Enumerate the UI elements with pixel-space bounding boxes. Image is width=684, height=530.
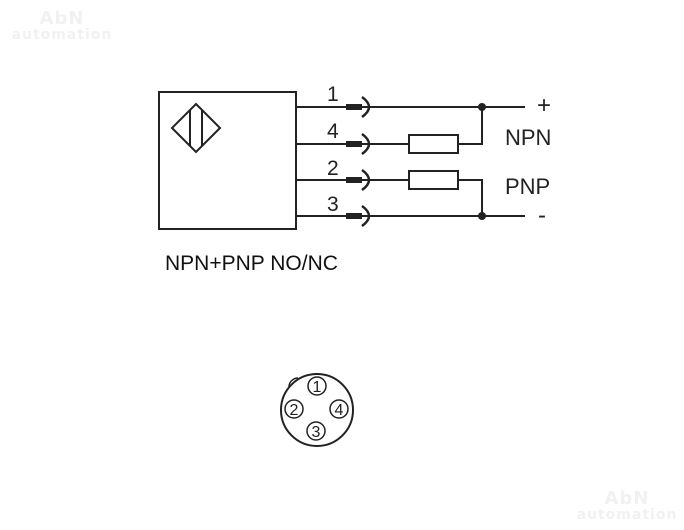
watermark-brand: AbN [604, 488, 650, 509]
connector-pin-number: 3 [312, 424, 321, 441]
pin-circle-1 [307, 376, 327, 396]
socket-arc-icon [361, 95, 371, 119]
pin-label-3: 3 [327, 193, 339, 216]
watermark-sub: automation [576, 507, 678, 523]
socket-arc-icon [361, 168, 371, 192]
pnp-label: PNP [505, 174, 550, 199]
pin-circle-3 [306, 421, 326, 441]
socket-arc-icon [361, 204, 371, 228]
diagram-caption: NPN+PNP NO/NC [165, 252, 338, 275]
connector-face: 1 2 3 4 [280, 373, 354, 447]
npn-label: NPN [505, 125, 551, 150]
coding-key-icon [288, 377, 299, 388]
resistor-pnp-load [408, 170, 459, 190]
junction-dot-plus [478, 103, 486, 111]
connector-pin-3 [346, 204, 371, 228]
wire-pin-2-to-minus [458, 179, 483, 216]
watermark-bottom-right: AbN automation [575, 488, 679, 523]
connector-outline [280, 373, 354, 447]
pin-circle-2 [284, 399, 304, 419]
watermark-sub: automation [11, 27, 113, 43]
junction-dot-minus [478, 212, 486, 220]
pin-label-4: 4 [327, 120, 339, 143]
watermark-top-left: AbN automation [8, 8, 116, 43]
connector-pin-1 [346, 95, 371, 119]
connector-pin-number: 2 [290, 402, 299, 419]
plus-terminal-label: + [537, 92, 551, 119]
wire-pin-4-to-plus [458, 107, 483, 145]
minus-terminal-label: - [538, 202, 546, 229]
watermark-brand: AbN [39, 8, 85, 29]
socket-arc-icon [361, 132, 371, 156]
pin-circle-4 [329, 399, 349, 419]
connector-pin-number: 1 [313, 379, 322, 396]
connector-pin-2 [346, 168, 371, 192]
sensor-body [158, 91, 297, 230]
pin-label-2: 2 [327, 157, 339, 180]
connector-pin-number: 4 [335, 402, 344, 419]
connector-pin-4 [346, 132, 371, 156]
inductive-sensor-icon [170, 102, 222, 154]
resistor-npn-load [408, 134, 459, 154]
pin-label-1: 1 [327, 83, 339, 106]
